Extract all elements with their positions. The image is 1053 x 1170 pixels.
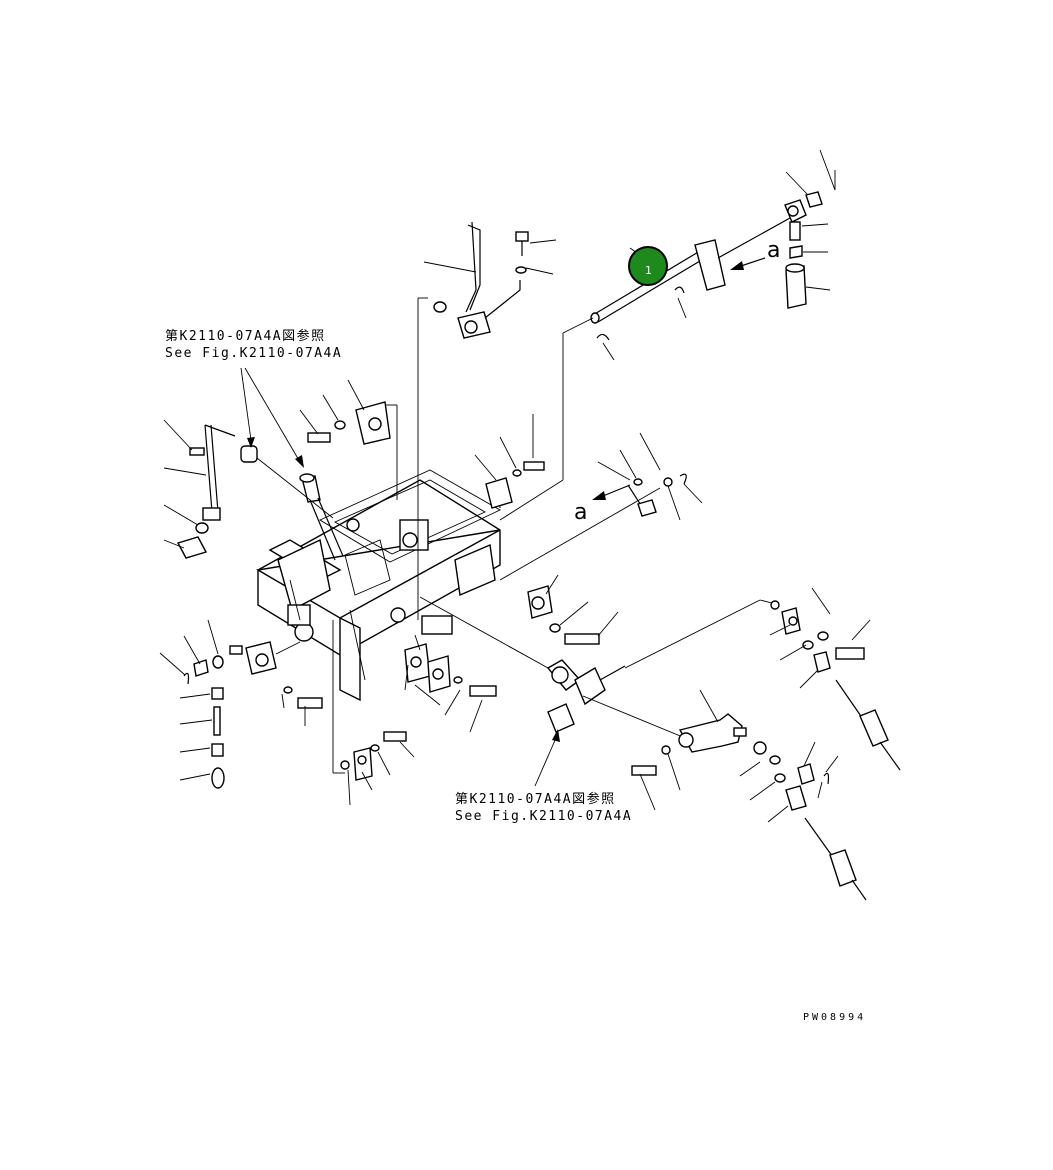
left-rod-end <box>229 641 323 726</box>
lower-right-lever <box>631 689 747 811</box>
view-arrow-a-middle: a <box>499 432 703 581</box>
lower-middle-components <box>404 634 497 733</box>
left-hardware-stack <box>159 619 225 789</box>
lower-left-assembly <box>332 620 415 806</box>
bracket-bolt-set <box>307 401 398 500</box>
view-arrow-a-upper: a <box>730 238 780 270</box>
reference-jp-lower: 第K2110-07A4A図参照 <box>455 791 616 807</box>
right-cable-end-lower <box>739 741 867 901</box>
right-cable-end-upper <box>769 600 901 771</box>
reference-note-lower: 第K2110-07A4A図参照 See Fig.K2110-07A4A <box>455 791 632 824</box>
reference-en-upper: See Fig.K2110-07A4A <box>165 346 342 361</box>
callout-marker-1[interactable]: 1 <box>628 246 668 286</box>
drawing-code: PW08994 <box>803 1012 866 1023</box>
left-rod-assembly <box>176 424 334 559</box>
reference-jp-upper: 第K2110-07A4A図参照 <box>165 328 326 344</box>
selector-arm <box>527 574 619 645</box>
upper-right-hardware <box>785 149 836 309</box>
shift-lever <box>299 473 344 561</box>
reference-en-lower: See Fig.K2110-07A4A <box>455 809 632 824</box>
reference-arrows-upper <box>240 367 304 468</box>
right-lower-linkage <box>419 587 831 741</box>
reference-arrow-lower <box>534 729 560 787</box>
callout-number: 1 <box>645 264 652 277</box>
middle-bracket-set <box>474 414 545 509</box>
leader-lines <box>163 261 477 620</box>
view-letter-a-upper: a <box>767 238 780 263</box>
control-housing <box>255 469 501 702</box>
view-letter-a-middle: a <box>574 500 587 525</box>
bolt-washer-set-top <box>515 231 557 275</box>
upper-lever-link <box>457 221 521 339</box>
cotter-pins-upper <box>596 247 687 361</box>
reference-note-upper: 第K2110-07A4A図参照 See Fig.K2110-07A4A <box>165 328 342 361</box>
